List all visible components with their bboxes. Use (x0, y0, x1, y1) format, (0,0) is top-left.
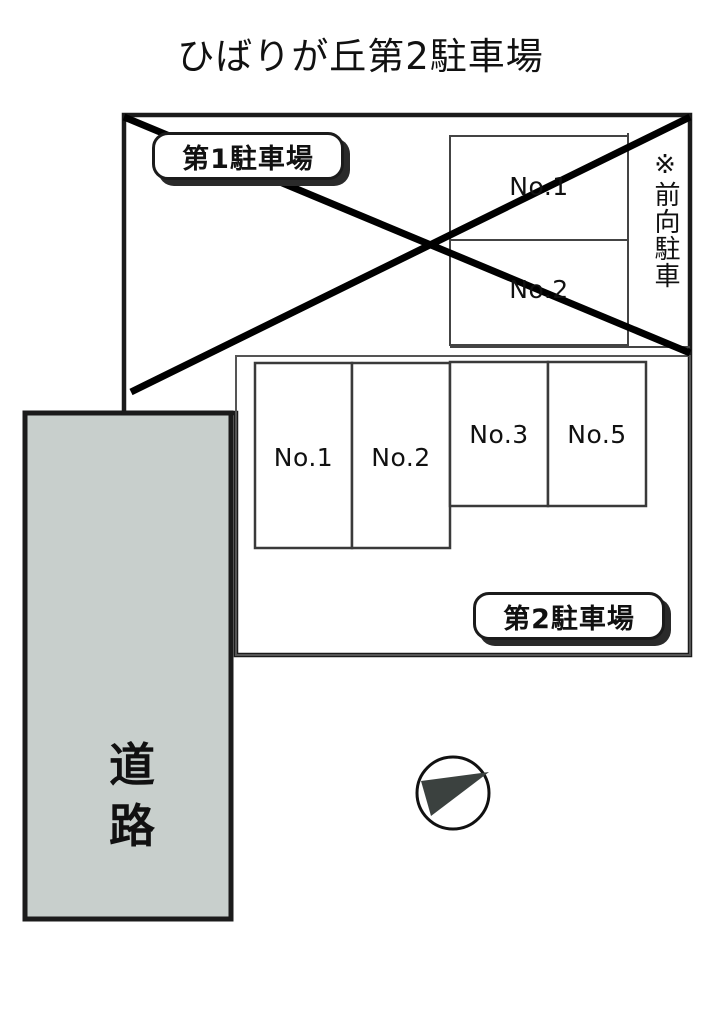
lower-stall-label-no1: No.1 (273, 443, 334, 472)
upper-stall-label-no2: No.2 (509, 275, 569, 304)
page-title: ひばりが丘第2駐車場 (177, 35, 544, 78)
lower-stall-no5 (546, 360, 648, 508)
callout-lot-1: 第1駐車場 (152, 132, 344, 180)
road-area-fill (25, 413, 231, 919)
compass-north-arrow-icon (415, 755, 491, 831)
callout-lot-2: 第2駐車場 (473, 592, 665, 640)
lower-stall-label-no2: No.2 (371, 443, 431, 472)
upper-stall-label-no1: No.1 (509, 172, 569, 201)
lower-stall-label-no3: No.3 (469, 420, 529, 449)
lower-stall-label-no5: No.5 (567, 420, 627, 449)
road-label: 道路 (109, 738, 155, 853)
lower-lot-inner-frame (235, 355, 691, 656)
front-parking-note: ※前向駐車 (650, 150, 680, 289)
